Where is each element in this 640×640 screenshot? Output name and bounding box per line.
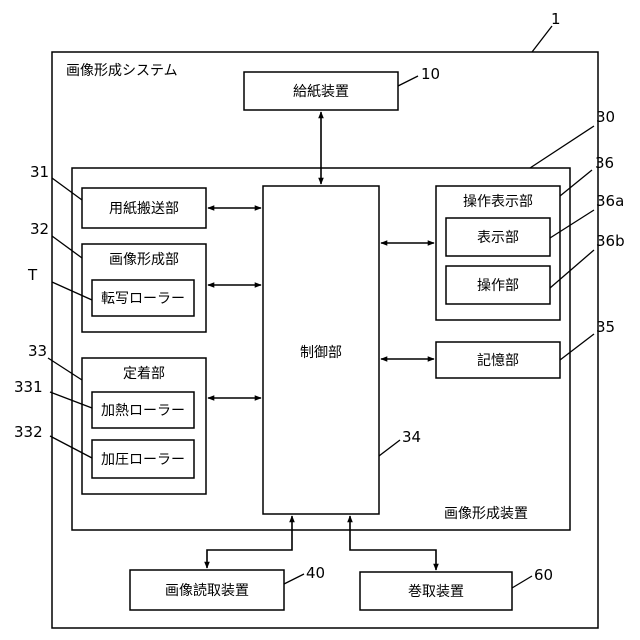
transfer-roller-ref: T	[27, 266, 38, 284]
fixing-unit: 定着部 33 加熱ローラー 331 加圧ローラー 332	[14, 342, 206, 494]
pressure-roller-ref: 332	[14, 423, 43, 441]
operation-unit-ref: 36b	[596, 232, 625, 250]
operation-unit-label: 操作部	[477, 278, 519, 294]
display-unit-ref: 36a	[596, 192, 624, 210]
apparatus-label: 画像形成装置	[444, 506, 528, 522]
system-ref: 1	[551, 10, 561, 28]
image-reader-ref: 40	[306, 564, 325, 582]
pressure-roller-label: 加圧ローラー	[101, 452, 185, 468]
paper-feeder-label: 給紙装置	[293, 84, 349, 100]
image-forming-unit-label: 画像形成部	[109, 252, 179, 268]
fixing-unit-ref: 33	[28, 342, 47, 360]
transfer-roller-label: 転写ローラー	[101, 291, 185, 307]
winder-ref: 60	[534, 566, 553, 584]
heating-roller-label: 加熱ローラー	[101, 403, 185, 419]
winder-label: 巻取装置	[408, 584, 464, 600]
system-title: 画像形成システム	[66, 63, 178, 79]
paper-transport-ref: 31	[30, 163, 49, 181]
operation-display-label: 操作表示部	[463, 194, 533, 210]
heating-roller-ref: 331	[14, 378, 43, 396]
storage-ref: 35	[596, 318, 615, 336]
paper-transport-label: 用紙搬送部	[109, 201, 179, 217]
operation-display-ref: 36	[595, 154, 614, 172]
fixing-unit-label: 定着部	[123, 366, 165, 382]
paper-feeder-ref: 10	[421, 65, 440, 83]
controller-ref: 34	[402, 428, 421, 446]
apparatus-ref: 30	[596, 108, 615, 126]
storage-label: 記憶部	[477, 352, 519, 369]
system-leader	[532, 26, 552, 52]
image-forming-unit-ref: 32	[30, 220, 49, 238]
controller-label: 制御部	[300, 345, 342, 361]
image-reader-label: 画像読取装置	[165, 582, 249, 599]
display-unit-label: 表示部	[477, 230, 519, 246]
